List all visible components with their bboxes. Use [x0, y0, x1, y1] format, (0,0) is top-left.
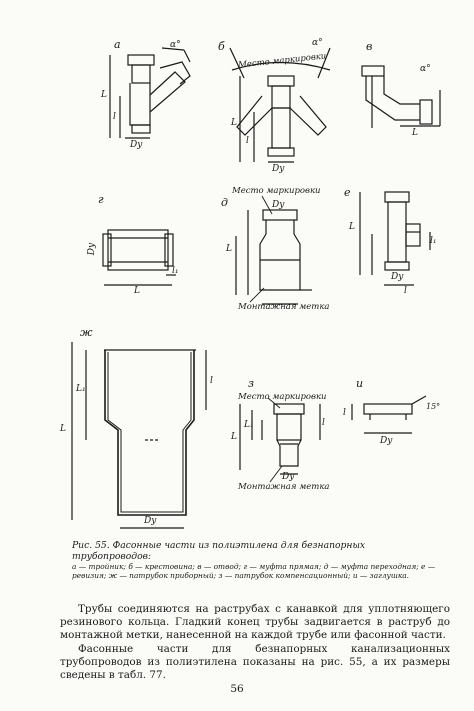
dim-alpha-v: α°: [420, 64, 431, 74]
part-d-reducer: [235, 209, 312, 305]
dim-L1-z: L₁: [244, 420, 254, 430]
part-b-cross: [229, 47, 331, 163]
dim-L-a: L: [101, 90, 107, 100]
dim-L-e: L: [349, 222, 355, 232]
body-text: Трубы соединяются на раструбах с канавко…: [60, 603, 450, 682]
dim-Dy-zh: Dу: [144, 516, 157, 526]
dim-Dy-z: Dу: [282, 472, 295, 482]
paragraph-2: Фасонные части для безнапорных канализац…: [60, 642, 450, 682]
dim-l-b: l: [246, 136, 249, 146]
dim-L-v: L: [412, 128, 418, 138]
caption-legend: а — тройник; б — крестовина; в — отвод; …: [72, 562, 436, 580]
panel-label-a: а: [114, 38, 121, 51]
paragraph-1: Трубы соединяются на раструбах с канавко…: [60, 603, 450, 642]
part-a-tee: [109, 47, 191, 139]
dim-alpha-b: α°: [312, 38, 323, 48]
panel-label-e: е: [344, 186, 351, 199]
panel-label-b: б: [218, 40, 225, 53]
dim-l-a: l: [113, 112, 116, 122]
panel-label-zh: ж: [80, 326, 93, 339]
dim-L-zh: L: [60, 424, 66, 434]
dim-l-zh: l: [210, 376, 213, 386]
part-v-elbow: [361, 65, 441, 128]
page-number: 56: [230, 683, 244, 695]
callout-leaders: [249, 195, 283, 483]
callout-marking-place-d: Место маркировки: [232, 186, 321, 196]
dim-l-i: l: [343, 408, 346, 418]
dim-Dy-g: Dу: [87, 242, 98, 256]
callout-install-mark-z: Монтажная метка: [238, 482, 330, 492]
part-z-compensation: [239, 403, 321, 475]
part-i-cap: [351, 395, 427, 434]
caption-title: Рис. 55. Фасонные части из полиэтилена д…: [72, 540, 366, 562]
part-zh-fixture-pipe: [71, 342, 207, 529]
panel-label-i: и: [356, 377, 364, 390]
panel-label-d: д: [221, 196, 228, 209]
dim-Dy-d: Dу: [272, 200, 285, 210]
part-g-coupling: [102, 229, 176, 286]
callout-marking-place-z: Место маркировки: [238, 392, 327, 402]
dim-L-z: L: [231, 432, 237, 442]
dim-l-z: l: [322, 418, 325, 428]
callout-install-mark-d: Монтажная метка: [238, 302, 330, 312]
dim-L-b: L: [231, 118, 237, 128]
panel-label-g: г: [98, 193, 104, 206]
dim-L1-zh: L₁: [76, 384, 86, 394]
dim-l-e: l: [404, 286, 407, 296]
dim-L-g: L: [134, 286, 140, 296]
dim-L-d: L: [226, 244, 232, 254]
dim-alpha-a: α°: [170, 40, 181, 50]
panel-label-z: з: [248, 377, 254, 390]
dim-Dy-b: Dу: [272, 164, 285, 174]
figure-caption: Рис. 55. Фасонные части из полиэтилена д…: [72, 540, 444, 580]
dim-angle15-i: 15°: [426, 402, 441, 411]
dim-Dy-e: Dу: [391, 272, 404, 282]
dim-l1-e: l₁: [430, 236, 437, 246]
dim-Dy-i: Dу: [380, 436, 393, 446]
dim-l1-g: l₁: [172, 266, 179, 276]
panel-label-v: в: [366, 40, 373, 53]
figure-55: [71, 47, 441, 529]
part-e-revision: [359, 191, 431, 286]
dim-Dy-a: Dу: [130, 140, 143, 150]
